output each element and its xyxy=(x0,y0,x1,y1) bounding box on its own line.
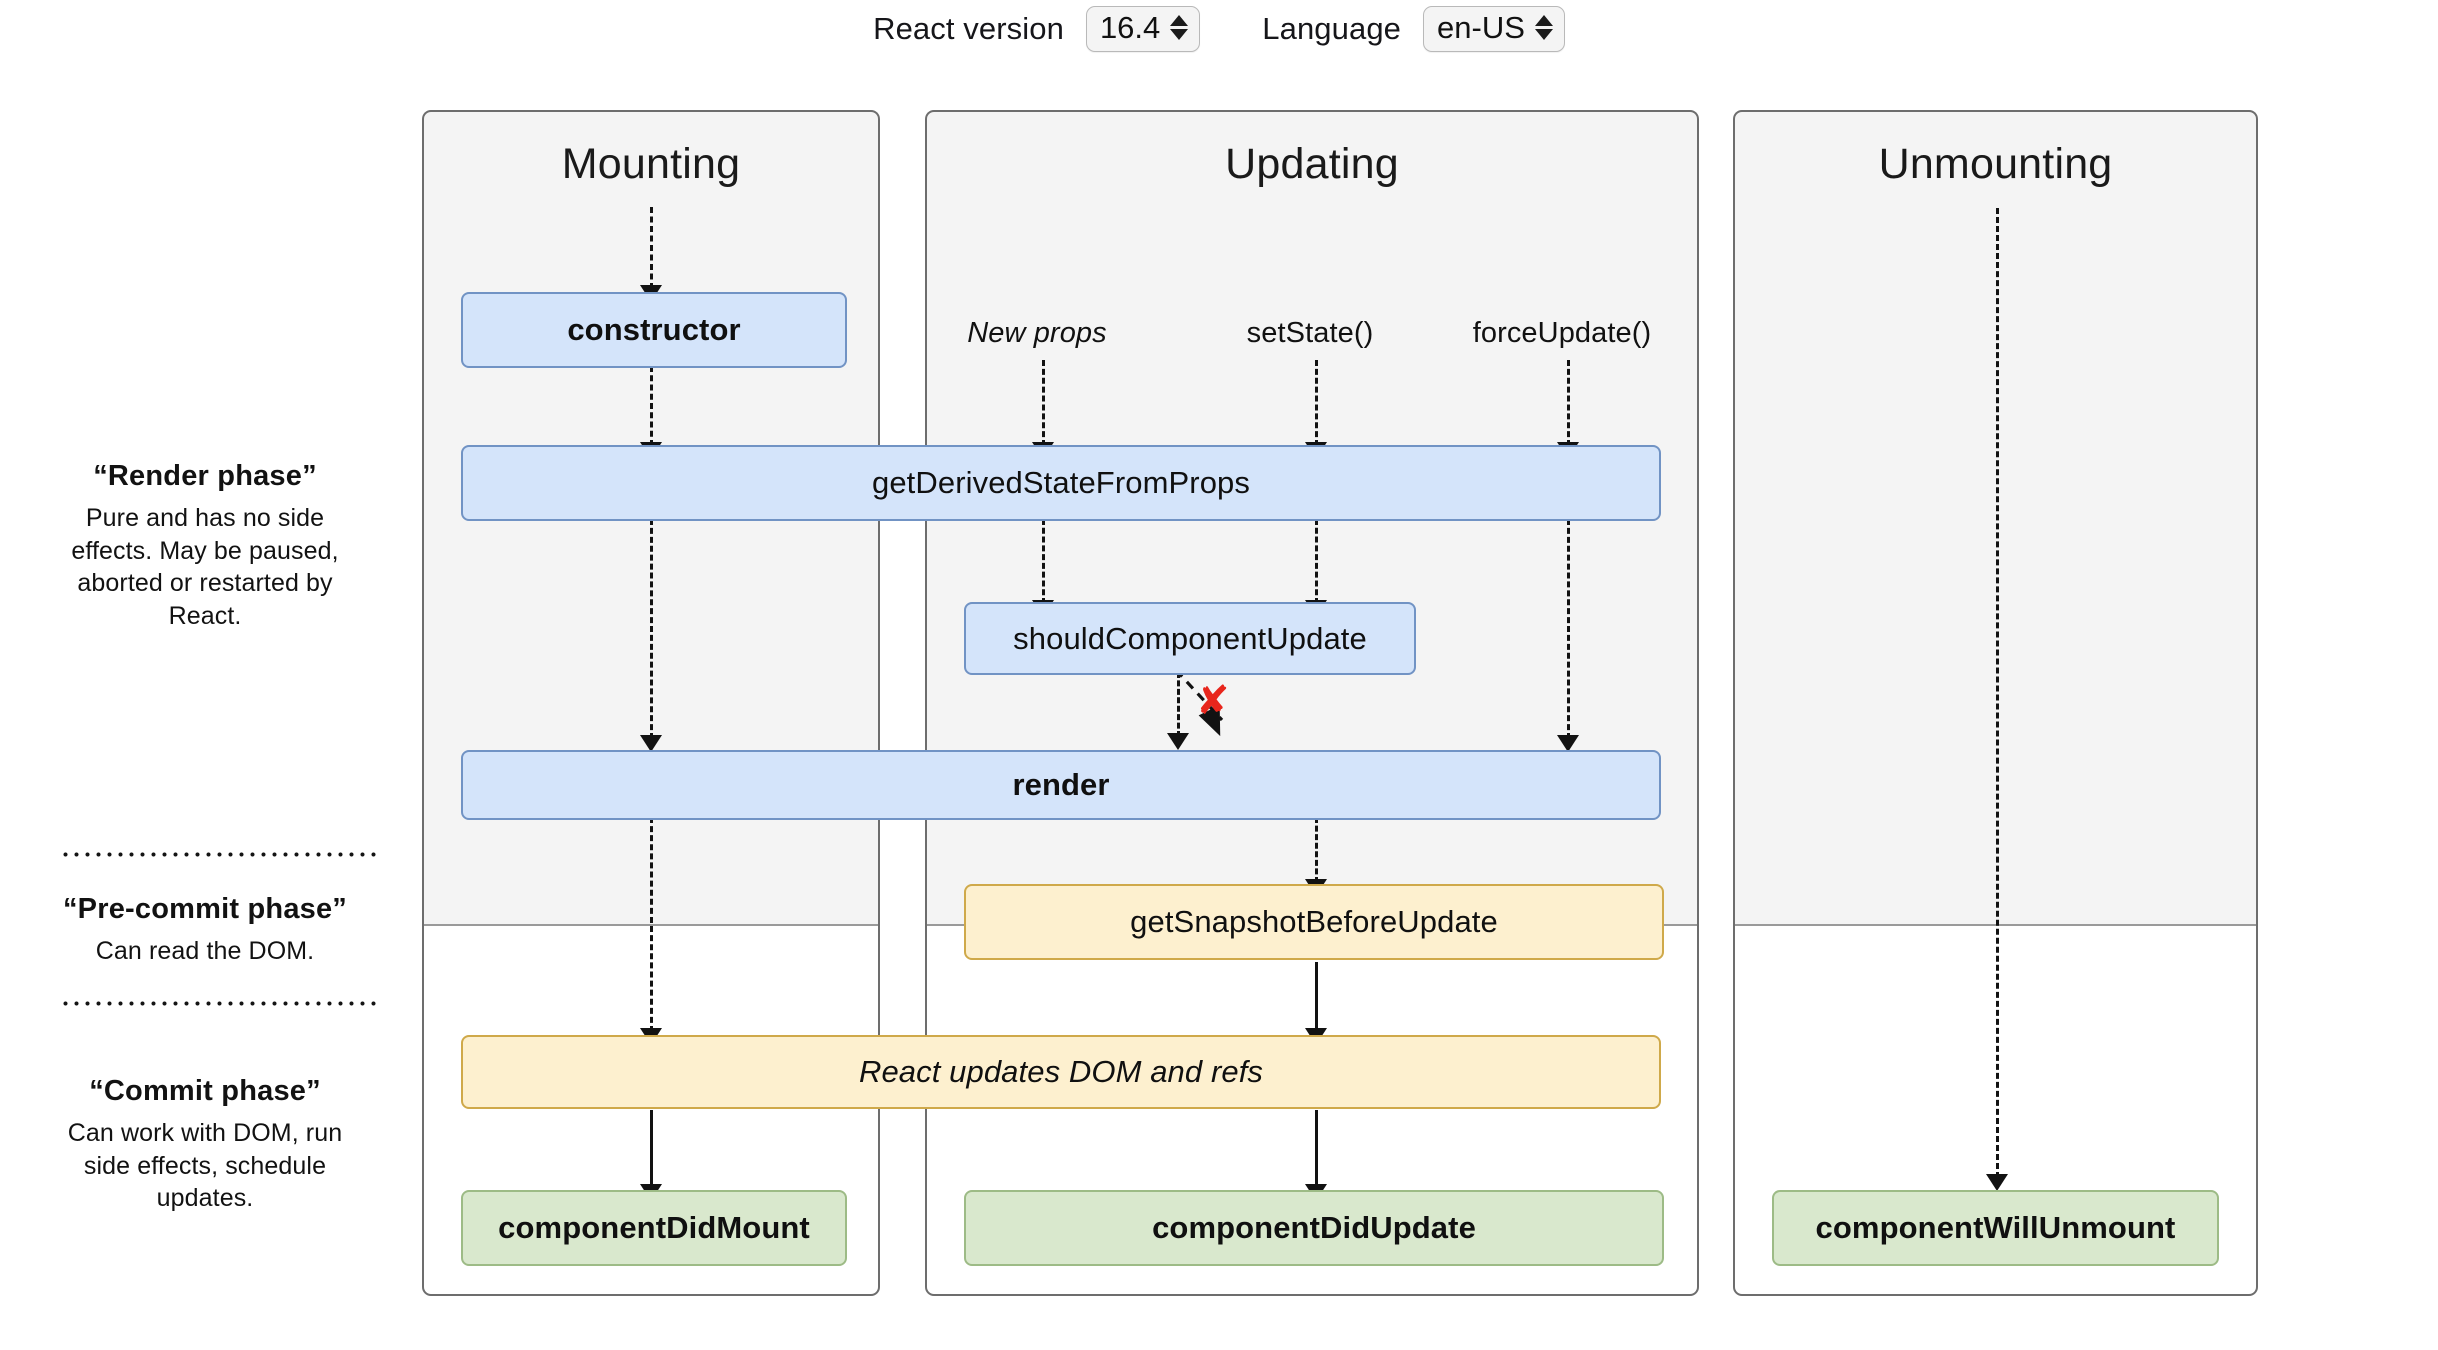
unmounting-render-shade xyxy=(1735,112,2256,925)
phase-desc-render: Pure and has no side effects. May be pau… xyxy=(71,504,339,630)
phase-title-commit: “Commit phase” xyxy=(89,1075,321,1107)
react-version-select[interactable]: 16.4 xyxy=(1085,6,1201,52)
box-constructor[interactable]: constructor xyxy=(461,292,847,368)
column-title-unmounting: Unmounting xyxy=(1878,140,2113,188)
chevron-updown-icon xyxy=(1534,14,1553,42)
box-component-will-unmount[interactable]: componentWillUnmount xyxy=(1772,1190,2219,1266)
diagram-header: React version 16.4 Language en-US xyxy=(0,0,2438,58)
phase-desc-commit: Can work with DOM, run side effects, sch… xyxy=(67,1119,343,1212)
connector-scu-false-branch xyxy=(1174,668,1224,737)
trigger-force-update: forceUpdate() xyxy=(1472,317,1652,349)
box-get-snapshot-before-update[interactable]: getSnapshotBeforeUpdate xyxy=(964,884,1664,960)
skip-update-cross-icon: ✘ xyxy=(1196,678,1230,724)
phase-title-render: “Render phase” xyxy=(93,460,317,492)
column-title-mounting: Mounting xyxy=(561,140,741,188)
phase-title-pre-commit: “Pre-commit phase” xyxy=(62,893,347,925)
box-render[interactable]: render xyxy=(461,750,1661,820)
column-unmounting xyxy=(1733,110,2258,1296)
box-get-derived-state-from-props[interactable]: getDerivedStateFromProps xyxy=(461,445,1661,521)
box-should-component-update[interactable]: shouldComponentUpdate xyxy=(964,602,1416,675)
phase-desc-pre-commit: Can read the DOM. xyxy=(95,937,315,965)
language-label: Language xyxy=(1262,11,1402,46)
react-version-label: React version xyxy=(873,11,1064,46)
phase-label-render: “Render phase” Pure and has no side effe… xyxy=(60,460,350,632)
language-select[interactable]: en-US xyxy=(1423,6,1565,52)
phase-label-pre-commit: “Pre-commit phase” Can read the DOM. xyxy=(45,893,365,968)
react-version-value: 16.4 xyxy=(1099,10,1161,45)
box-component-did-mount[interactable]: componentDidMount xyxy=(461,1190,847,1266)
column-title-updating: Updating xyxy=(1225,140,1399,188)
column-mounting xyxy=(422,110,880,1296)
language-value: en-US xyxy=(1437,10,1525,45)
box-component-did-update[interactable]: componentDidUpdate xyxy=(964,1190,1664,1266)
phase-separator-top xyxy=(60,852,382,857)
chevron-updown-icon xyxy=(1170,14,1189,42)
trigger-set-state: setState() xyxy=(1246,317,1374,349)
unmounting-phase-divider xyxy=(1735,924,2256,926)
phase-label-commit: “Commit phase” Can work with DOM, run si… xyxy=(55,1075,355,1215)
column-updating xyxy=(925,110,1699,1296)
phase-separator-bottom xyxy=(60,1001,382,1006)
box-react-updates-dom-and-refs[interactable]: React updates DOM and refs xyxy=(461,1035,1661,1109)
trigger-new-props: New props xyxy=(967,317,1107,349)
